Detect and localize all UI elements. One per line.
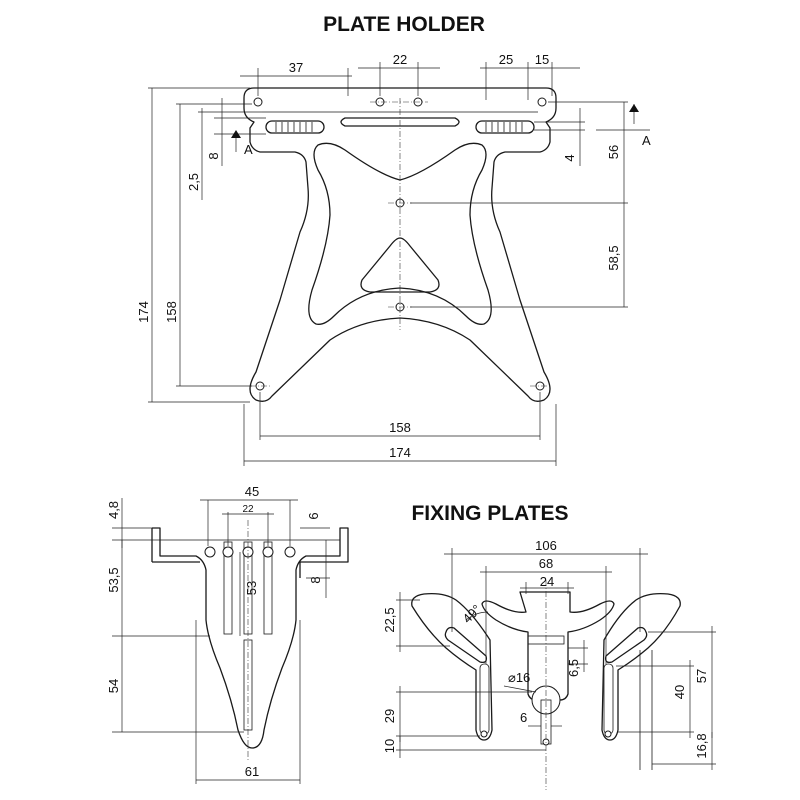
plate-holder-title: PLATE HOLDER	[323, 13, 485, 36]
side-hole-5	[284, 546, 296, 558]
dim-left-158: 158	[164, 301, 179, 323]
left-plate-slot	[444, 626, 488, 664]
dim-right-4: 4	[562, 154, 577, 161]
left-slot	[265, 120, 325, 134]
side-dim-top-22: 22	[242, 504, 254, 515]
fixing-plate-left	[411, 592, 493, 741]
fixing-plates-dimensions: 106 68 24 22,5 49° 29 10 6,5 ⌀16	[382, 538, 716, 770]
side-view	[151, 520, 349, 760]
right-plate-vslot	[603, 663, 614, 735]
side-dim-left-53-5: 53,5	[106, 567, 121, 592]
fix-dim-left-22-5: 22,5	[382, 607, 397, 632]
side-dim-right-8: 8	[308, 576, 323, 583]
hole-top-right	[537, 97, 547, 107]
side-dim-top-6: 6	[306, 512, 321, 519]
dim-bottom-158: 158	[389, 420, 411, 435]
dim-right-58-5: 58,5	[606, 245, 621, 270]
side-dim-left-54: 54	[106, 679, 121, 693]
fixing-plate-right	[601, 592, 681, 741]
left-slot-ribs	[275, 122, 313, 132]
fix-dim-right-40: 40	[672, 685, 687, 699]
fix-dim-mid-6: 6	[520, 710, 527, 725]
fix-dim-top-106: 106	[535, 538, 557, 553]
dim-bottom-174: 174	[389, 445, 411, 460]
dim-left-174: 174	[136, 301, 151, 323]
dim-top-25: 25	[499, 52, 513, 67]
side-view-outline	[152, 527, 349, 749]
right-slot	[475, 120, 535, 134]
fix-dim-right-57: 57	[694, 669, 709, 683]
section-mark-right: A	[642, 133, 651, 148]
fix-dim-right-16-8: 16,8	[694, 733, 709, 758]
right-slot-ribs	[485, 122, 523, 132]
side-dim-left-4-8: 4,8	[106, 501, 121, 519]
fix-dim-top-68: 68	[539, 556, 553, 571]
plate-holder-dimensions: 37 22 25 15 174 158 2,5 8 A	[136, 52, 651, 466]
section-arrow-left	[231, 130, 241, 138]
upper-cutout	[308, 142, 492, 325]
hole-top-left	[253, 97, 263, 107]
side-dim-top-45: 45	[245, 484, 259, 499]
fixing-plates-title: FIXING PLATES	[411, 502, 568, 525]
side-hole-2	[222, 546, 234, 558]
dim-left-2-5: 2,5	[186, 173, 201, 191]
fix-dim-left-10: 10	[382, 739, 397, 753]
fixing-plate-center	[481, 591, 615, 701]
fixing-plates-view	[411, 580, 681, 790]
dim-left-8: 8	[206, 152, 221, 159]
dim-top-22: 22	[393, 52, 407, 67]
dim-top-37: 37	[289, 60, 303, 75]
right-plate-slot	[604, 626, 648, 664]
left-plate-vslot	[479, 663, 490, 735]
side-dim-bottom-61: 61	[245, 764, 259, 779]
section-mark-left: A	[244, 142, 253, 157]
dim-right-56: 56	[606, 145, 621, 159]
fix-dim-mid-6-5: 6,5	[566, 659, 581, 677]
dim-top-15: 15	[535, 52, 549, 67]
side-hole-1	[204, 546, 216, 558]
plate-holder-view	[243, 87, 557, 402]
fix-dim-left-29: 29	[382, 709, 397, 723]
side-hole-4	[262, 546, 274, 558]
fix-dim-dia-16: ⌀16	[508, 670, 530, 685]
fix-dim-top-24: 24	[540, 574, 554, 589]
center-top-slot	[340, 117, 460, 127]
triangle-cutout	[360, 237, 440, 293]
section-arrow-right	[629, 104, 639, 112]
side-view-dimensions: 45 22 6 8 4,8 53,5 54 53 61	[106, 484, 330, 784]
side-dim-mid-53: 53	[244, 581, 259, 595]
